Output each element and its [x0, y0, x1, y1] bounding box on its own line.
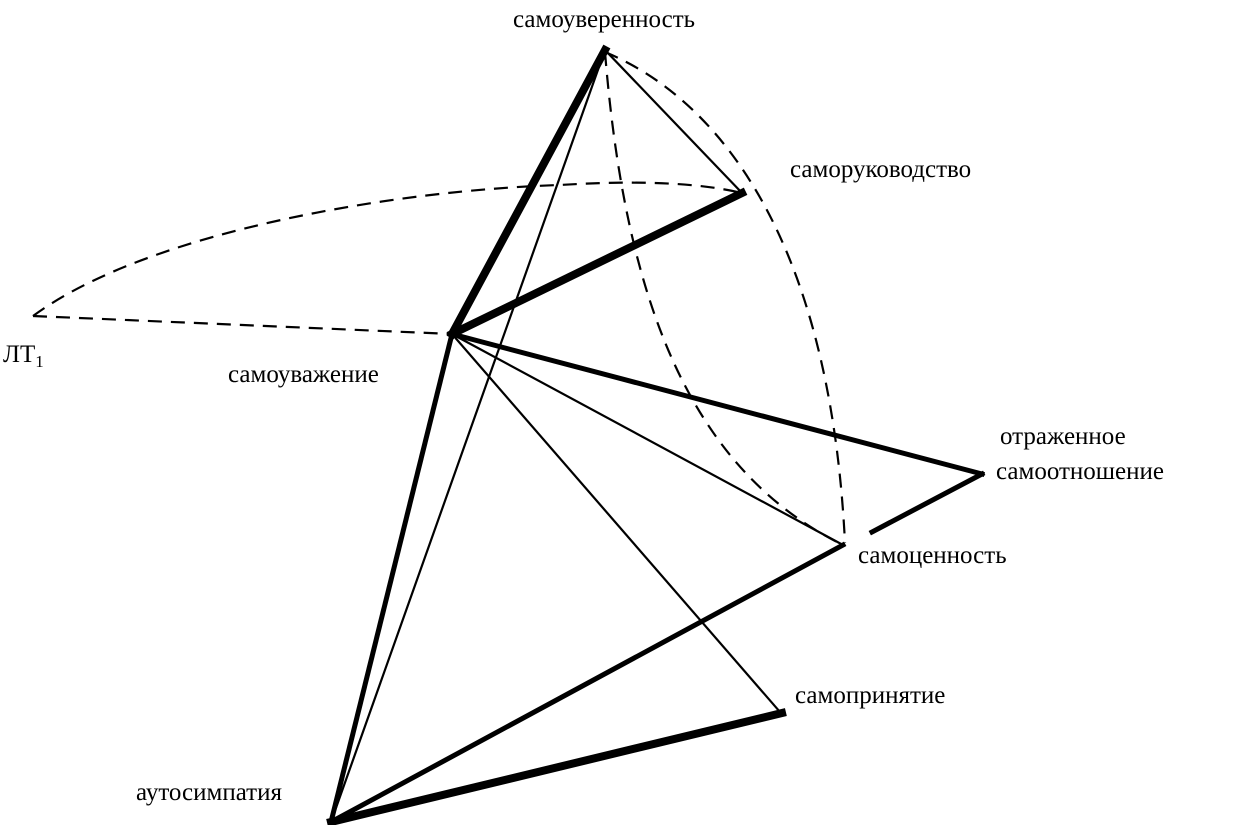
label-lt1-main: ЛТ [3, 341, 35, 368]
label-otrazhennoe-line1: отраженное [1000, 423, 1126, 450]
line-autosimpatiya-to-samocennost [327, 541, 847, 825]
line-samouvazhenie-to-samoprinyatie [450, 332, 782, 714]
line-samouvazhenie-to-samorukovodstvo [446, 187, 748, 340]
line-samouvazhenie-to-otrazhennoe [448, 330, 986, 478]
arc-samouverennost-to-samocennost-inner [603, 51, 844, 546]
label-samouvazhenie: самоуважение [228, 361, 379, 388]
line-autosimpatiya-to-samoprinyatie [326, 708, 787, 825]
label-samoprinyatie: самопринятие [795, 682, 945, 709]
line-samouverennost-to-samorukovodstvo [603, 48, 744, 195]
line-samouvazhenie-to-autosimpatiya [327, 330, 456, 825]
label-otrazhennoe-line2: самоотношение [996, 458, 1164, 485]
label-samorukovodstvo: саморуководство [790, 156, 971, 183]
line-samouverennost-to-autosimpatiya [329, 48, 607, 824]
label-lt1: ЛТ1 [3, 341, 44, 371]
line-lt1-to-samouvazhenie [32, 314, 453, 336]
line-otrazhennoe-to-samocennost-stub [868, 470, 986, 536]
arc-samouverennost-to-samocennost [604, 50, 847, 544]
label-samouverennost: самоуверенность [513, 6, 695, 33]
label-samocennost: самоценность [858, 542, 1007, 569]
line-samouverennost-to-samouvazhenie [446, 44, 611, 340]
label-lt1-subscript: 1 [35, 352, 44, 371]
arc-lt1-to-samorukovodstvo [32, 181, 743, 317]
label-autosimpatiya: аутосимпатия [136, 779, 282, 806]
line-samouvazhenie-to-samocennost [450, 332, 845, 547]
